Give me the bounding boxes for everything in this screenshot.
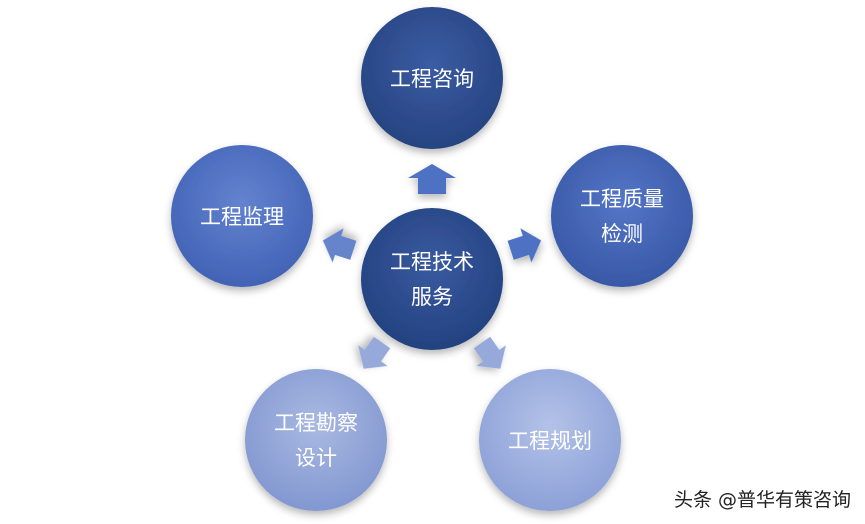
node-supervision: 工程监理 — [171, 145, 313, 287]
node-survey-label-line2: 设计 — [295, 446, 337, 470]
node-survey-label-line1: 工程勘察 — [274, 411, 358, 435]
node-center-label-line1: 工程技术 — [390, 250, 474, 274]
node-center-label-line2: 服务 — [411, 285, 453, 309]
node-quality: 工程质量 检测 — [551, 145, 693, 287]
node-planning: 工程规划 — [479, 369, 621, 511]
node-consulting: 工程咨询 — [361, 7, 503, 149]
node-supervision-label: 工程监理 — [200, 205, 284, 229]
arrow-down-right — [473, 336, 506, 369]
node-consulting-label: 工程咨询 — [390, 67, 474, 91]
arrow-up — [408, 164, 456, 194]
node-survey: 工程勘察 设计 — [245, 369, 387, 511]
node-quality-label-line1: 工程质量 — [580, 187, 664, 211]
node-planning-label: 工程规划 — [508, 429, 592, 453]
arrow-left — [322, 228, 357, 263]
node-center: 工程技术 服务 — [361, 208, 503, 350]
arrow-down-left — [358, 336, 391, 369]
watermark-text: 头条 @普华有策咨询 — [673, 489, 851, 511]
arrow-right — [507, 228, 542, 263]
node-quality-label-line2: 检测 — [601, 222, 643, 246]
